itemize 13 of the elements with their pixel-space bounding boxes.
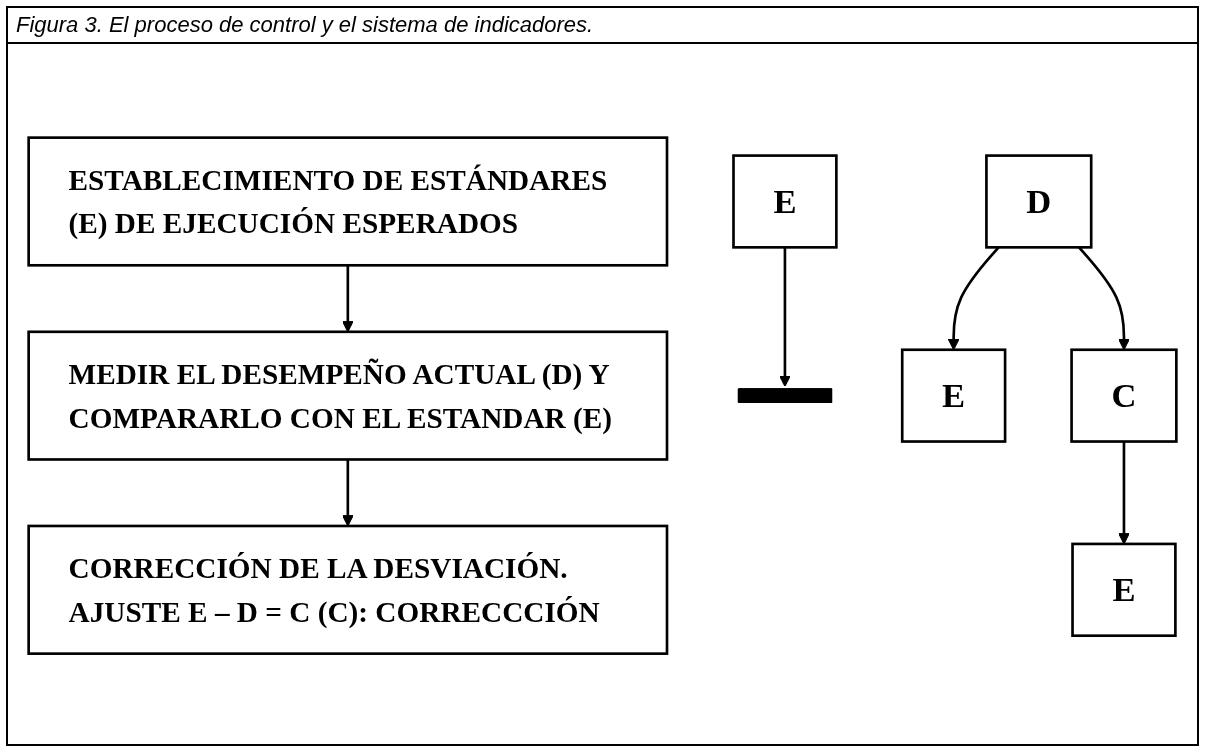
node-box: E bbox=[900, 348, 1007, 444]
arrow bbox=[779, 247, 791, 388]
node-box: CORRECCIÓN DE LA DESVIACIÓN. AJUSTE E – D = C (C): CORRECCCIÓN bbox=[27, 525, 669, 656]
arrow bbox=[342, 265, 354, 333]
node-box: D bbox=[985, 154, 1093, 250]
node-box: MEDIR EL DESEMPEÑO ACTUAL (D) Y COMPARARLO CON EL ESTANDAR (E) bbox=[27, 330, 669, 462]
figure-title: Figura 3. El proceso de control y el sistema de indicadores. bbox=[8, 8, 1197, 44]
node-box: ESTABLECIMIENTO DE ESTÁNDARES (E) DE EJECUCIÓN ESPERADOS bbox=[27, 136, 669, 267]
node-box: E bbox=[732, 154, 838, 250]
arrow bbox=[342, 459, 354, 527]
node-box: E bbox=[1071, 542, 1177, 638]
arrow bbox=[1118, 441, 1130, 545]
node-box: C bbox=[1070, 348, 1178, 444]
